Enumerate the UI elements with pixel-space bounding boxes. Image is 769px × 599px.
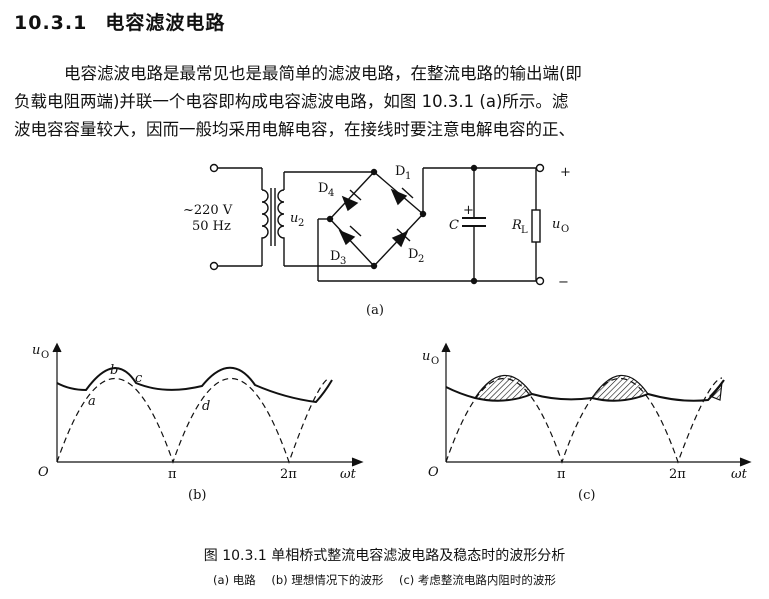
b-point-d: d	[202, 399, 210, 414]
b-tick-pi: π	[168, 467, 177, 482]
output-voltage-sub: O	[561, 224, 569, 235]
diode-d1	[390, 187, 414, 206]
d4-sub: 4	[328, 188, 334, 199]
waveform-c: u O O ωt π 2π (c)	[422, 342, 752, 503]
figure-subcaptions: (a) 电路 (b) 理想情况下的波形 (c) 考虑整流电路内阻时的波形	[0, 572, 769, 588]
paragraph-line: 波电容容量较大，因而一般均采用电解电容，在接线时要注意电解电容的正、	[14, 120, 575, 139]
d3-label: D	[330, 249, 340, 264]
d2-label: D	[408, 247, 418, 262]
figure-10-3-1: ~220 V 50 Hz u 2 D 4 D 1 D 3 D 2 C + R L…	[32, 163, 752, 503]
c-tick-2pi: 2π	[669, 467, 686, 482]
section-heading: 10.3.1 电容滤波电路	[14, 8, 225, 35]
c-rectified-sine	[445, 377, 723, 464]
output-minus-label: −	[558, 275, 569, 290]
secondary-voltage-sub: 2	[298, 218, 304, 229]
primary-coil	[261, 189, 269, 244]
c-x-label: ωt	[731, 467, 748, 482]
input-terminal-top	[209, 163, 219, 173]
paragraph-line: 负载电阻两端)并联一个电容即构成电容滤波电路，如图 10.3.1 (a)所示。滤	[14, 92, 569, 111]
resistor-sub: L	[521, 225, 528, 236]
secondary-voltage-label: u	[290, 211, 298, 226]
waveform-b: u O O ωt π 2π a b c d (b)	[32, 342, 364, 503]
subfigure-c-label: (c)	[578, 488, 595, 503]
c-filtered-output	[445, 379, 725, 402]
b-origin: O	[38, 465, 49, 480]
figure-caption: 图 10.3.1 单相桥式整流电容滤波电路及稳态时的波形分析	[203, 548, 566, 564]
source-voltage-label: ~220 V	[183, 203, 233, 218]
output-terminal-plus	[535, 163, 545, 173]
b-point-b: b	[110, 363, 118, 378]
subcaption-a: (a) 电路	[213, 573, 256, 587]
circuit-labels: ~220 V 50 Hz u 2 D 4 D 1 D 3 D 2 C + R L…	[183, 164, 571, 318]
c-y-label-sub: O	[431, 356, 439, 367]
output-plus-label: +	[560, 165, 571, 180]
b-point-c: c	[135, 371, 143, 386]
subcaption-b: (b) 理想情况下的波形	[271, 573, 384, 587]
subfigure-a-label: (a)	[366, 303, 384, 318]
source-frequency-label: 50 Hz	[192, 219, 231, 234]
circuit-diagram	[209, 163, 545, 286]
b-point-a: a	[88, 394, 96, 409]
d3-sub: 3	[340, 256, 346, 267]
section-number: 10.3.1	[14, 12, 88, 34]
b-y-label: u	[32, 343, 40, 358]
capacitor-label: C	[449, 218, 459, 233]
diode-d2	[391, 228, 411, 248]
c-y-label: u	[422, 349, 430, 364]
body-paragraph: 电容滤波电路是最常见也是最简单的滤波电路，在整流电路的输出端(即 负载电阻两端)…	[14, 60, 762, 144]
subfigure-b-label: (b)	[188, 488, 206, 503]
output-voltage-label: u	[552, 217, 560, 232]
d2-sub: 2	[418, 254, 424, 265]
d4-label: D	[318, 181, 328, 196]
resistor-label: R	[511, 218, 522, 233]
input-terminal-bottom	[209, 261, 219, 271]
d1-label: D	[395, 164, 405, 179]
diode-d3	[338, 225, 362, 246]
c-tick-pi: π	[557, 467, 566, 482]
b-x-label: ωt	[340, 467, 357, 482]
d1-sub: 1	[405, 171, 411, 182]
section-title: 电容滤波电路	[105, 12, 226, 34]
b-y-label-sub: O	[41, 350, 49, 361]
c-origin: O	[428, 465, 439, 480]
capacitor	[462, 168, 486, 281]
output-terminal-minus	[535, 276, 545, 286]
subcaption-c: (c) 考虑整流电路内阻时的波形	[398, 573, 556, 587]
b-tick-2pi: 2π	[280, 467, 297, 482]
diode-d4	[341, 189, 362, 212]
b-rectified-sine	[56, 377, 331, 464]
b-filtered-output	[56, 366, 333, 404]
secondary-coil	[277, 189, 285, 244]
load-resistor	[531, 168, 541, 281]
capacitor-polarity: +	[463, 203, 474, 218]
paragraph-line: 电容滤波电路是最常见也是最简单的滤波电路，在整流电路的输出端(即	[64, 64, 582, 83]
